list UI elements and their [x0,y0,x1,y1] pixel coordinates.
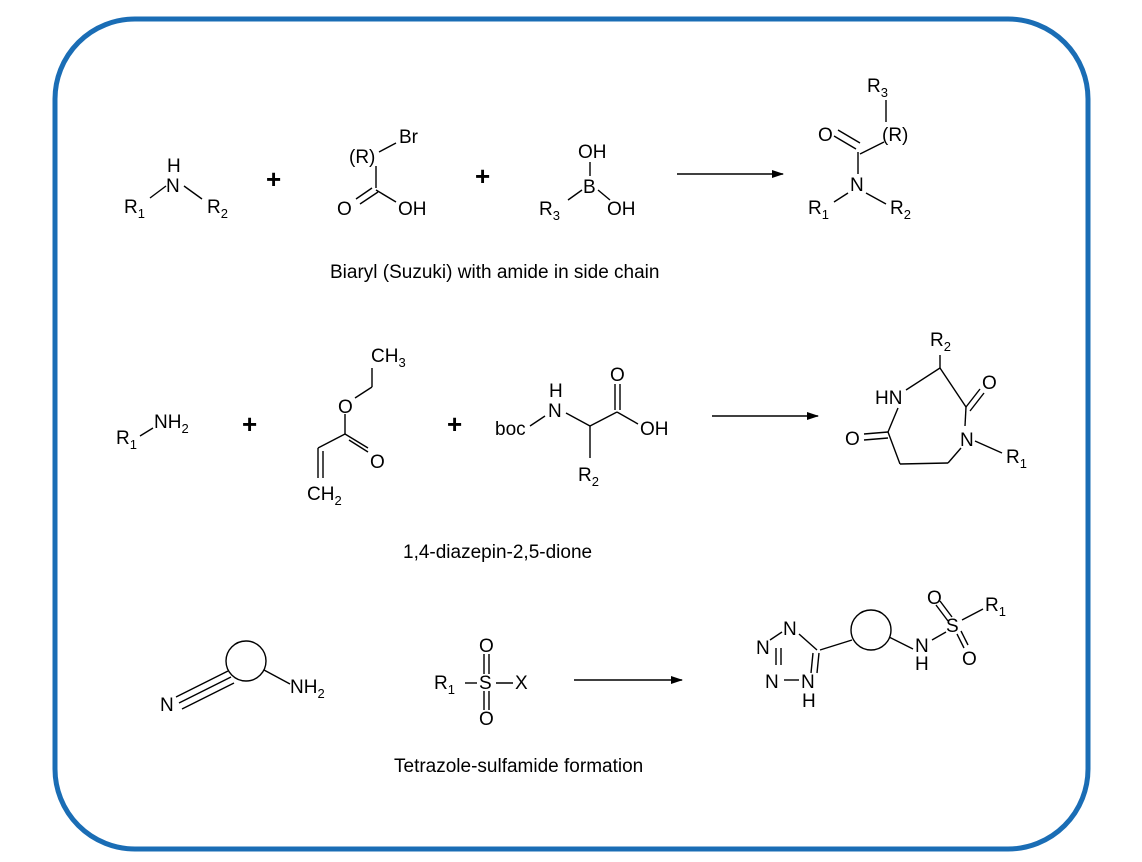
atom-n: N [548,401,562,422]
reactant-boronic-acid: OH B R3 OH [539,142,636,223]
stereo-label: (R) [349,147,375,168]
group-boc: boc [495,419,526,440]
atom-o-top: O [927,588,942,609]
atom-o: O [337,199,352,220]
atom-n: N [765,672,779,693]
product-amide: R3 (R) O N R1 R2 [808,76,911,222]
atom-o-bottom: O [479,709,494,730]
reactant-ethyl-acrylate: CH3 O O CH2 [307,346,406,508]
group-r1: R1 [985,595,1006,619]
atom-n: N [801,672,815,693]
atom-o-left: O [845,429,860,450]
group-r1: R1 [434,673,455,697]
reaction-1: H N R1 R2 + (R) Br O OH + OH B R3 OH [124,76,911,283]
atom-n: N [756,638,770,659]
group-oh: OH [398,199,427,220]
atom-o-right: O [982,373,997,394]
atom-s: S [946,616,959,637]
atom-h: H [549,381,563,402]
atom-n: N [783,619,797,640]
group-r2: R2 [890,198,911,222]
plus-sign: + [447,409,462,439]
group-nh2: NH2 [290,677,325,701]
atom-o-ester: O [338,397,353,418]
caption: Tetrazole-sulfamide formation [394,756,643,777]
atom-s: S [479,673,492,694]
group-r1: R1 [124,197,145,221]
reaction-2: R1 NH2 + CH3 O O CH2 + [116,330,1027,563]
group-oh: OH [640,419,669,440]
product-tetrazole-sulfamide: N N N N H N H S O O R1 [756,588,1006,712]
ring-scaffold [850,609,892,651]
ring-scaffold [225,640,267,682]
reactant-boc-amino-acid: H N boc O OH R2 [495,365,669,489]
group-oh-top: OH [578,142,607,163]
group-nh2: NH2 [154,412,189,436]
reactant-aminonitrile: N NH2 [160,640,325,716]
plus-sign: + [266,164,281,194]
stereo-label: (R) [882,125,908,146]
caption: Biaryl (Suzuki) with amide in side chain [330,262,659,283]
group-r3: R3 [867,76,888,100]
group-r3: R3 [539,199,560,223]
group-r2: R2 [207,197,228,221]
atom-x: X [515,673,528,694]
rounded-frame [52,16,1091,852]
group-r1: R1 [808,198,829,222]
caption: 1,4-diazepin-2,5-dione [403,542,592,563]
atom-o: O [818,125,833,146]
group-r1: R1 [116,428,137,452]
atom-n: N [166,176,180,197]
atom-n: N [160,695,174,716]
reactant-secondary-amine: H N R1 R2 [124,156,228,221]
atom-o: O [610,365,625,386]
product-diazepinedione: R2 HN O O N R1 [845,330,1027,471]
atom-n: N [850,175,864,196]
reactant-sulfonyl-halide: R1 S X O O [434,636,528,730]
group-ch2: CH2 [307,484,342,508]
atom-o-carbonyl: O [370,452,385,473]
atom-h: H [802,691,816,712]
atom-br: Br [399,127,419,148]
plus-sign: + [475,161,490,191]
group-r2: R2 [930,330,951,354]
atom-b: B [583,177,596,198]
atom-o-top: O [479,636,494,657]
reactant-primary-amine: R1 NH2 [116,412,189,452]
reaction-3: N NH2 R1 S X O O [160,588,1006,777]
group-ch3: CH3 [371,346,406,370]
atom-h: H [915,654,929,675]
group-r2: R2 [578,465,599,489]
atom-h: H [167,156,181,177]
atom-hn: HN [875,388,902,409]
group-oh: OH [607,199,636,220]
atom-n: N [915,636,929,657]
atom-n: N [960,430,974,451]
group-r1: R1 [1006,447,1027,471]
plus-sign: + [242,409,257,439]
reactant-bromo-acid: (R) Br O OH [337,127,427,220]
atom-o-bottom: O [962,649,977,670]
